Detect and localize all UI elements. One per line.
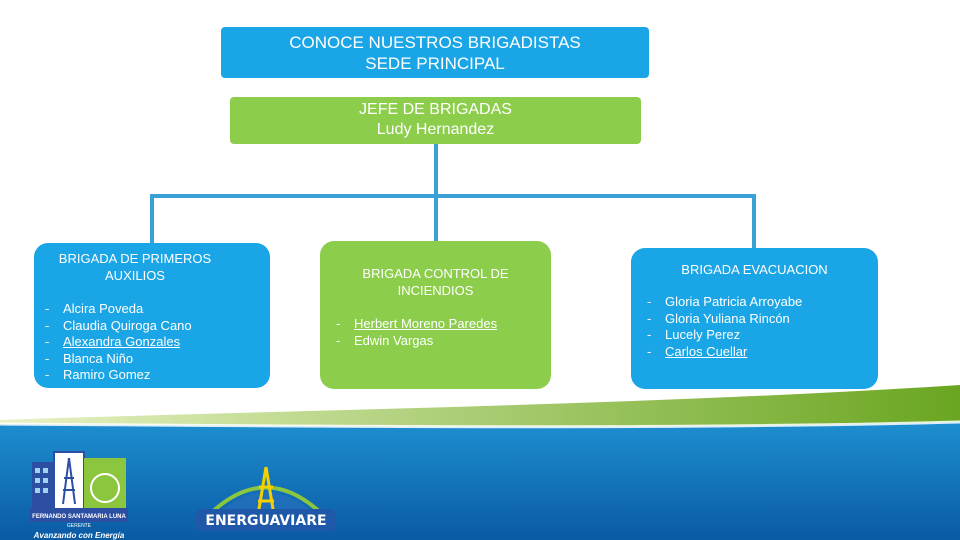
member-name: Gloria Yuliana Rincón <box>665 310 790 326</box>
list-item: -Herbert Moreno Paredes <box>336 316 498 331</box>
logo-left-slogan: Avanzando con Energía <box>33 531 125 540</box>
brigade-first-aid: BRIGADA DE PRIMEROS AUXILIOS -Alcira Pov… <box>34 243 270 388</box>
connector-center-drop <box>434 194 438 242</box>
list-item: -Lucely Perez <box>647 327 741 343</box>
list-item: -Gloria Yuliana Rincón <box>647 310 790 326</box>
list-item: -Ramiro Gomez <box>45 367 151 383</box>
footer-green-swoosh <box>0 385 960 432</box>
chief-name: Ludy Hernandez <box>376 121 495 138</box>
member-list: -Gloria Patricia Arroyabe -Gloria Yulian… <box>636 294 802 360</box>
member-name: Herbert Moreno Paredes <box>354 316 498 331</box>
member-name: Blanca Niño <box>63 350 134 366</box>
connector-vertical-main <box>434 144 438 195</box>
member-name: Edwin Vargas <box>354 332 434 348</box>
brigade-title-line2: INCIENDIOS <box>397 283 474 298</box>
connector-left-drop <box>150 194 154 244</box>
list-item: -Blanca Niño <box>45 350 134 366</box>
list-item: -Gloria Patricia Arroyabe <box>647 294 803 309</box>
list-item: -Carlos Cuellar <box>647 343 748 359</box>
brigade-evacuation: BRIGADA EVACUACION -Gloria Patricia Arro… <box>631 248 878 389</box>
member-name: Carlos Cuellar <box>665 343 748 359</box>
footer-blue-band <box>0 422 960 540</box>
logo-right-name: ENERGUAVIARE <box>205 513 326 529</box>
member-name: Gloria Patricia Arroyabe <box>665 294 803 309</box>
chief-role: JEFE DE BRIGADAS <box>359 101 512 118</box>
list-item: -Alcira Poveda <box>45 301 144 316</box>
member-name: Alexandra Gonzales <box>63 334 181 350</box>
energuaviare-logo: ENERGUAVIARE <box>196 466 336 531</box>
chief-node: JEFE DE BRIGADAS Ludy Hernandez <box>230 97 641 144</box>
logo-left-role: GERENTE <box>67 523 92 529</box>
list-item: -Edwin Vargas <box>336 332 434 348</box>
list-item: -Claudia Quiroga Cano <box>45 317 192 333</box>
brigade-title: BRIGADA EVACUACION <box>631 261 878 278</box>
member-name: Claudia Quiroga Cano <box>63 317 192 333</box>
member-name: Lucely Perez <box>665 327 741 343</box>
brigade-title: BRIGADA DE PRIMEROS AUXILIOS <box>34 250 270 284</box>
logo-left-name: FERNANDO SANTAMARIA LUNA <box>32 514 126 520</box>
brigade-title-line2: AUXILIOS <box>105 268 165 283</box>
list-item: -Alexandra Gonzales <box>45 334 181 350</box>
member-list: -Herbert Moreno Paredes -Edwin Vargas <box>325 316 497 349</box>
chart-subtitle: SEDE PRINCIPAL <box>365 54 505 73</box>
chart-title: CONOCE NUESTROS BRIGADISTAS <box>289 33 581 52</box>
municipal-logo: FERNANDO SANTAMARIA LUNA GERENTE Avanzan… <box>30 451 128 540</box>
member-name: Alcira Poveda <box>63 301 144 316</box>
member-list: -Alcira Poveda -Claudia Quiroga Cano -Al… <box>34 301 192 384</box>
connector-right-drop <box>752 194 756 249</box>
connector-horizontal <box>150 194 756 198</box>
brigade-title-line1: BRIGADA CONTROL DE <box>362 266 509 281</box>
brigade-title-line1: BRIGADA EVACUACION <box>681 262 828 277</box>
member-name: Ramiro Gomez <box>63 367 151 383</box>
brigade-title-line1: BRIGADA DE PRIMEROS <box>58 251 212 266</box>
footer-band: FERNANDO SANTAMARIA LUNA GERENTE Avanzan… <box>0 385 960 540</box>
brigade-fire-control: BRIGADA CONTROL DE INCIENDIOS -Herbert M… <box>320 241 551 389</box>
chart-title-box: CONOCE NUESTROS BRIGADISTAS SEDE PRINCIP… <box>221 27 649 78</box>
brigade-title: BRIGADA CONTROL DE INCIENDIOS <box>320 265 551 299</box>
